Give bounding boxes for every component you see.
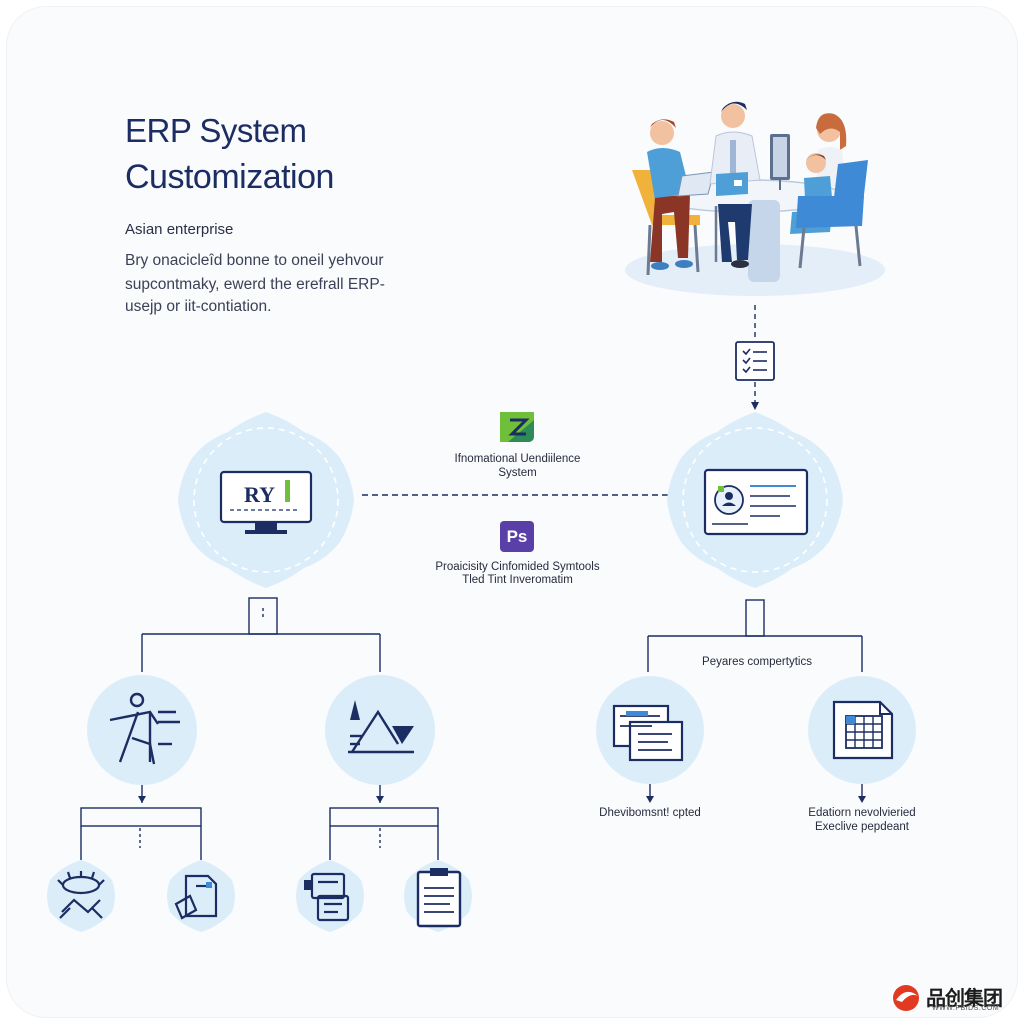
gear-leaf-node (47, 860, 115, 932)
photoshop-badge: Ps (506, 526, 528, 546)
arrowheads (138, 402, 866, 803)
description-line-2: supcontmaky, ewerd the erefrall ERP- (125, 276, 385, 293)
checklist-icon (735, 341, 775, 381)
dashboard-node (667, 412, 843, 588)
watermark-url: WWW.PBIDS.COM (932, 1005, 1000, 1012)
team-meeting-illustration (625, 101, 885, 296)
right-branch-label: Peyares compertytics (702, 656, 812, 668)
monitor-text: RY (244, 482, 275, 507)
erp-monitor-node: RY (178, 412, 354, 588)
worker-node (87, 675, 197, 785)
app1-label-line-1: Ifnomational Uendiilence (454, 453, 581, 465)
photoshop-icon (500, 521, 534, 552)
watermark-text: 品创集团 (926, 988, 1003, 1010)
spreadsheet-label-line-2: Execlive pepdeant (815, 821, 909, 833)
documents-node (596, 676, 704, 784)
watermark-logo-icon (893, 985, 919, 1011)
subtitle: Asian enterprise (125, 221, 234, 238)
clipboard-leaf-node (404, 860, 472, 932)
spreadsheet-node (808, 676, 916, 784)
app-logo-icon (500, 412, 534, 442)
title-line-1: ERP System (125, 112, 307, 149)
mountain-chart-node (325, 675, 435, 785)
documents-label: Dhevibomsnt! cpted (599, 807, 701, 819)
description-line-1: Bry onacicleîd bonne to oneil yehvour (125, 252, 384, 269)
spreadsheet-label-line-1: Edatiorn nevolvieried (808, 807, 916, 819)
app2-label-line-2: Tled Tint Inveromatim (462, 574, 573, 586)
app2-label-line-1: Proaicisity Cinfomided Symtools (435, 561, 600, 573)
document-edit-leaf-node (167, 860, 235, 932)
title-line-2: Customization (125, 158, 334, 196)
form-leaf-node (296, 860, 364, 932)
description-line-3: usejp or iit-contiation. (125, 298, 272, 315)
app1-label-line-2: System (498, 467, 537, 479)
